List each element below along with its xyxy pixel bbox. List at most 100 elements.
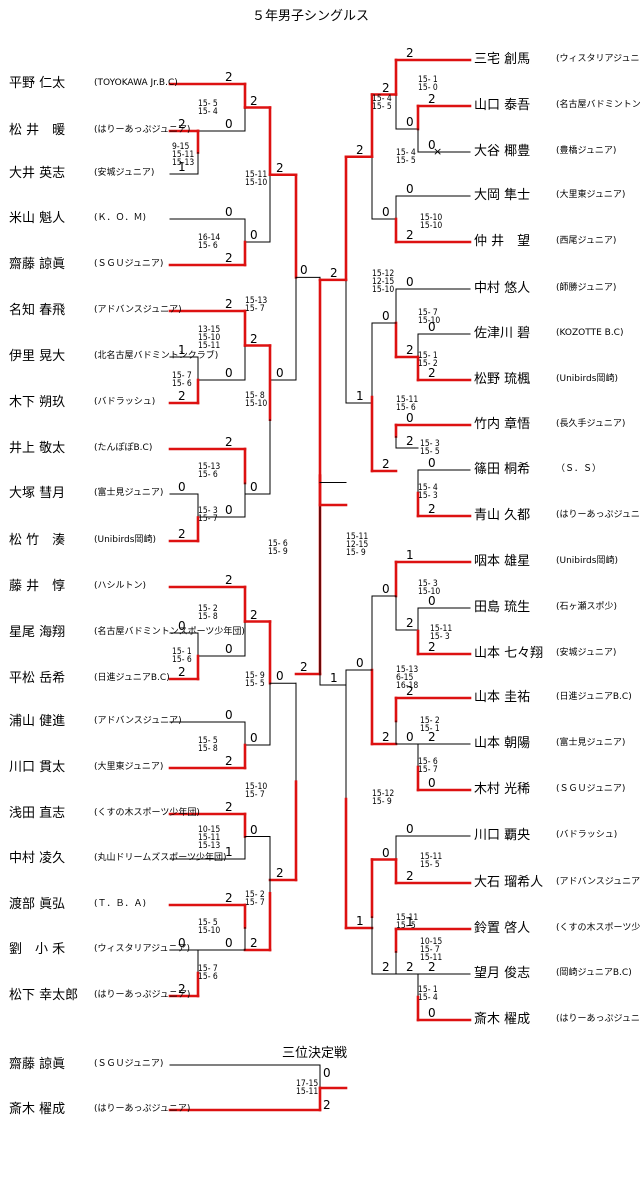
match-score: 15- 4 15- 5	[372, 94, 392, 112]
match-count: 2	[428, 960, 436, 974]
match-count: 2	[225, 251, 233, 265]
team-name: (バドラッシュ)	[94, 397, 156, 407]
player-name: 松 竹 湊	[9, 533, 66, 548]
page-title: ５年男子シングルス	[252, 9, 370, 24]
player-name: 望月 俊志	[474, 966, 531, 981]
team-name: (豊橋ジュニア)	[556, 146, 617, 156]
match-score: 15-13 6-15 16-18	[396, 665, 419, 691]
team-name: (はりーあっぷジュニア)	[94, 125, 191, 135]
match-score: 15- 8 15-10	[245, 391, 268, 409]
team-name: (長久手ジュニア)	[556, 419, 626, 429]
match-score: 15- 1 15- 4	[418, 985, 438, 1003]
match-count: 0	[406, 730, 414, 744]
player-name: 渡部 眞弘	[9, 897, 66, 912]
team-name: (富士見ジュニア)	[556, 738, 626, 748]
match-count: 0	[300, 263, 308, 278]
player-name: 竹内 章悟	[474, 417, 531, 432]
match-count: 2	[225, 800, 233, 814]
team-name: (日進ジュニアB.C)	[94, 673, 170, 683]
player-name: 山本 七々翔	[474, 646, 544, 661]
team-name: (アドバンスジュニア)	[556, 877, 640, 887]
match-count: 2	[382, 80, 390, 95]
team-name: (Ｋ．Ｏ．Ｍ)	[94, 213, 147, 223]
player-name: 米山 魁人	[9, 211, 66, 226]
match-count: 2	[250, 331, 258, 346]
team-name: (Unibirds岡崎)	[556, 556, 618, 566]
match-count: 2	[406, 434, 414, 448]
player-name: 中村 悠人	[474, 281, 531, 296]
match-count: 0	[428, 776, 436, 790]
match-count: 2	[225, 435, 233, 449]
match-count: 2	[250, 936, 258, 950]
match-score: 15- 9 15- 5	[245, 671, 265, 689]
match-count: 0	[382, 845, 390, 860]
team-name: (たんぽぽB.C)	[94, 443, 153, 453]
team-name: (Ｔ．Ｂ．Ａ)	[94, 899, 147, 909]
match-count: 2	[330, 265, 338, 280]
match-score: 15- 2 15- 8	[198, 604, 218, 622]
match-count: 2	[225, 573, 233, 587]
player-name: 松 井 暖	[9, 123, 66, 138]
player-name: 青山 久都	[474, 508, 531, 523]
match-count: 2	[250, 93, 258, 108]
player-name: 大岡 隼士	[474, 188, 531, 203]
match-count: 0	[178, 936, 186, 950]
team-name: (ＳＧＵジュニア)	[94, 259, 164, 269]
player-name: 藤 井 惇	[9, 579, 66, 594]
player-name: 井上 敬太	[9, 441, 66, 456]
match-score: 13-15 15-10 15-11	[198, 325, 221, 351]
match-score: 15- 7 15- 6	[172, 371, 192, 389]
match-score: 15- 5 15- 4	[198, 99, 218, 117]
team-name: (アドバンスジュニア)	[94, 716, 182, 726]
match-count: 0	[250, 731, 258, 745]
player-name: 中村 凌久	[9, 851, 66, 866]
match-score: 15- 3 15- 5	[420, 439, 440, 457]
match-count: 0	[382, 309, 390, 323]
match-count: 0	[406, 182, 414, 196]
team-name: (大里東ジュニア)	[94, 762, 164, 772]
match-count: 2	[178, 117, 186, 131]
match-score: 10-15 15-11 15-13	[198, 825, 221, 851]
player-name: 名知 春飛	[9, 303, 66, 318]
match-count: 2	[406, 684, 414, 698]
match-count: 0	[406, 411, 414, 425]
player-name: 平松 岳希	[9, 671, 66, 686]
match-score: 15-11 12-15 15- 9	[346, 532, 369, 558]
match-score: 9-15 15-11 15-13	[172, 142, 195, 168]
match-count: 0	[406, 115, 414, 129]
player-name: 浅田 直志	[9, 806, 66, 821]
team-name: (ＳＧＵジュニア)	[556, 784, 626, 794]
match-count: 2	[178, 982, 186, 996]
match-count: 2	[428, 502, 436, 516]
team-name: (アドバンスジュニア)	[94, 305, 182, 315]
match-count: 2	[356, 142, 364, 157]
match-score: 15- 6 15- 7	[418, 757, 438, 775]
match-count: 2	[225, 70, 233, 84]
match-count: 2	[428, 640, 436, 654]
player-name: 大井 英志	[9, 166, 66, 181]
match-score: 15-11 15- 5	[420, 852, 443, 870]
match-score: 10-15 15- 7 15-11	[420, 937, 443, 963]
team-name: (北名古屋バドミントンクラブ)	[94, 351, 219, 361]
player-name: 佐津川 碧	[474, 326, 531, 341]
team-name: (富士見ジュニア)	[94, 488, 164, 498]
team-name: (はりーあっぷジュニア)	[94, 990, 191, 1000]
player-name: 山本 朝陽	[474, 736, 531, 751]
match-count: 2	[323, 1098, 331, 1112]
team-name: (日進ジュニアB.C)	[556, 692, 632, 702]
match-count: 0	[406, 822, 414, 836]
match-count: 0	[225, 936, 233, 950]
match-count: 2	[428, 92, 436, 106]
player-name: 松下 幸太郎	[9, 988, 79, 1003]
team-name: (くすの木スポーツ少年団)	[94, 808, 200, 818]
match-count: 0	[225, 117, 233, 131]
match-count: 2	[250, 607, 258, 622]
team-name: (西尾ジュニア)	[556, 236, 617, 246]
match-count: 0	[428, 594, 436, 608]
player-name: 山本 圭祐	[474, 690, 531, 705]
player-name: 浦山 健進	[9, 714, 66, 729]
match-score: 15-10 15-10	[420, 213, 443, 231]
match-score: 15- 7 15- 6	[198, 964, 218, 982]
match-count: 2	[178, 389, 186, 403]
player-name: 鈴置 啓人	[474, 921, 531, 936]
